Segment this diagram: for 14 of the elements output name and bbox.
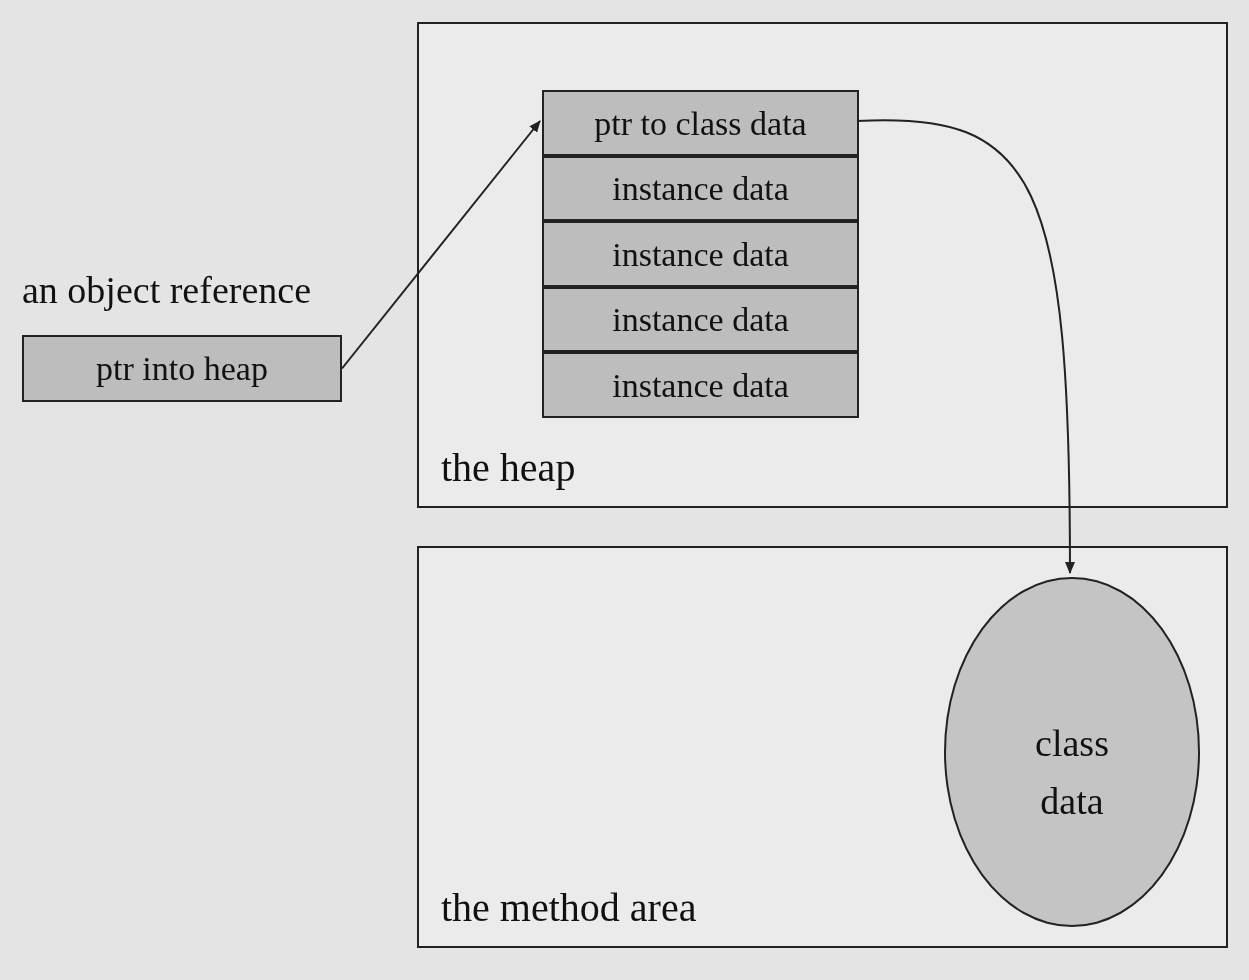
memory-region-box	[417, 546, 1228, 948]
class-data-ellipse: class data	[944, 577, 1200, 927]
reference-heading: an object reference	[22, 268, 311, 312]
arrow	[341, 120, 541, 370]
data-row: instance data	[542, 287, 859, 352]
data-row: instance data	[542, 352, 859, 418]
memory-region-box	[417, 22, 1228, 508]
region-label: the method area	[441, 884, 697, 932]
arrow	[856, 119, 1075, 574]
data-row: instance data	[542, 221, 859, 287]
region-label: the heap	[441, 444, 576, 492]
pointer-box: ptr into heap	[22, 335, 342, 402]
data-row: instance data	[542, 156, 859, 221]
data-row: ptr to class data	[542, 90, 859, 156]
